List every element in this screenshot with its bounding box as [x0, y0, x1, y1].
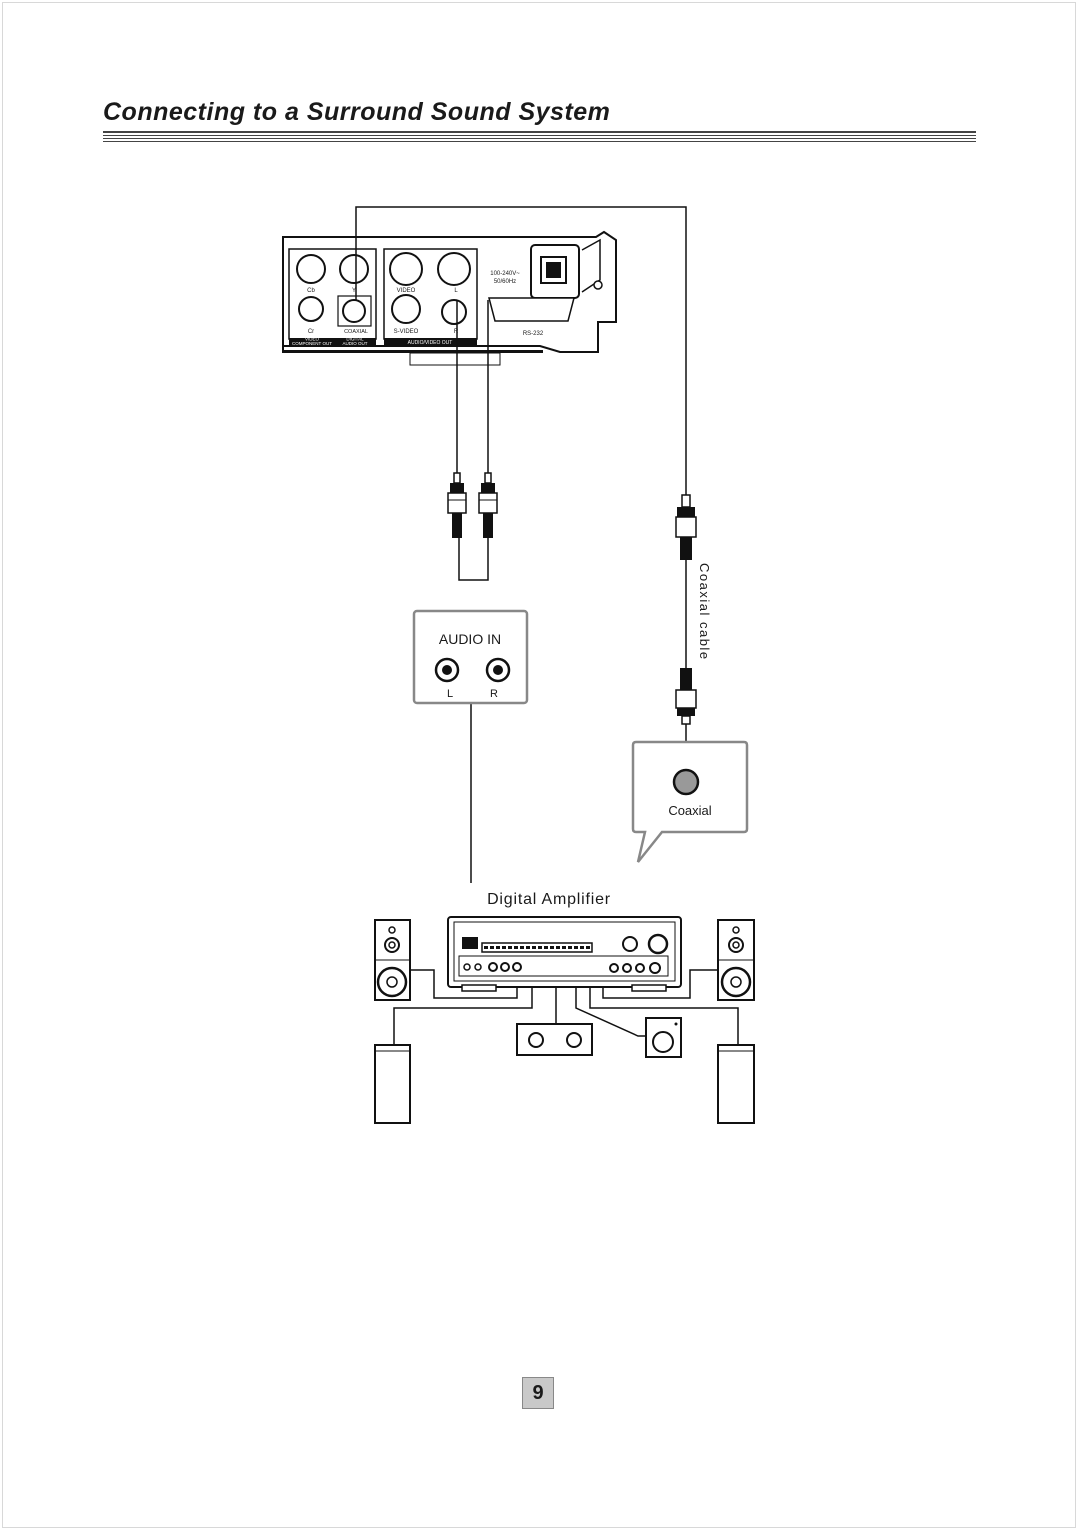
dvd-rear-panel: Cb Y Cr COAXIAL VIDEO L S-VIDEO R VIDEO … — [282, 230, 617, 366]
title-rule-top — [103, 131, 976, 133]
center-speaker — [516, 1023, 593, 1056]
label-l: L — [454, 288, 458, 294]
page-title: Connecting to a Surround Sound System — [103, 98, 611, 126]
label-audio-video-out: AUDIO/VIDEO OUT — [408, 340, 453, 346]
rca-plug-left — [447, 472, 467, 538]
audio-in-title: AUDIO IN — [439, 631, 501, 647]
label-audio-out: AUDIO OUT — [342, 341, 367, 346]
label-digital: DIGITAL — [346, 337, 364, 342]
jack-y — [339, 254, 369, 284]
label-group-video: VIDEO — [305, 337, 320, 342]
rca-plug-right — [478, 472, 498, 538]
cables — [355, 206, 687, 883]
jack-audio-r — [441, 299, 467, 325]
surround-right-speaker — [717, 1044, 755, 1124]
label-s-video: S-VIDEO — [394, 329, 419, 335]
audio-in-label-r: R — [490, 688, 498, 700]
label-y: Y — [352, 288, 356, 294]
audio-in-label-l: L — [447, 688, 453, 700]
audio-in-panel: AUDIO IN L R — [412, 609, 529, 705]
label-component-out: COMPONENT OUT — [292, 341, 332, 346]
jack-s-video — [391, 294, 421, 324]
front-right-speaker — [717, 919, 755, 1001]
power-rating-voltage: 100-240V~ — [490, 271, 520, 277]
label-cb: Cb — [307, 288, 315, 294]
subwoofer — [645, 1017, 682, 1058]
surround-left-speaker — [374, 1044, 411, 1124]
power-rating-frequency: 50/60Hz — [494, 279, 516, 285]
title-rule-mid — [103, 135, 976, 136]
jack-cr — [298, 296, 324, 322]
amplifier-knob-small — [622, 936, 638, 952]
amplifier-volume-knob — [647, 933, 669, 955]
jack-audio-l — [437, 252, 471, 286]
jack-cb — [296, 254, 326, 284]
speaker-wires — [393, 969, 739, 1045]
front-left-speaker — [374, 919, 411, 1001]
coaxial-plug-top — [675, 494, 697, 560]
rs232-port — [488, 297, 575, 322]
coaxial-callout-label: Coaxial — [668, 803, 711, 818]
amplifier-label: Digital Amplifier — [487, 891, 611, 908]
coaxial-input-jack — [672, 768, 700, 796]
jack-coaxial — [342, 299, 366, 323]
amplifier-unit — [447, 916, 682, 992]
label-video: VIDEO — [397, 288, 416, 294]
title-rule-bottom — [103, 141, 976, 142]
coaxial-plug-bottom — [675, 668, 697, 725]
jack-video — [389, 252, 423, 286]
page-number: 9 — [522, 1377, 554, 1409]
label-coaxial: COAXIAL — [344, 329, 368, 335]
title-rule-low — [103, 138, 976, 139]
label-rs232: RS-232 — [523, 331, 544, 337]
coaxial-input-callout: Coaxial — [631, 740, 749, 863]
coaxial-cable-label: Coaxial cable — [697, 563, 712, 661]
label-cr: Cr — [308, 329, 314, 335]
